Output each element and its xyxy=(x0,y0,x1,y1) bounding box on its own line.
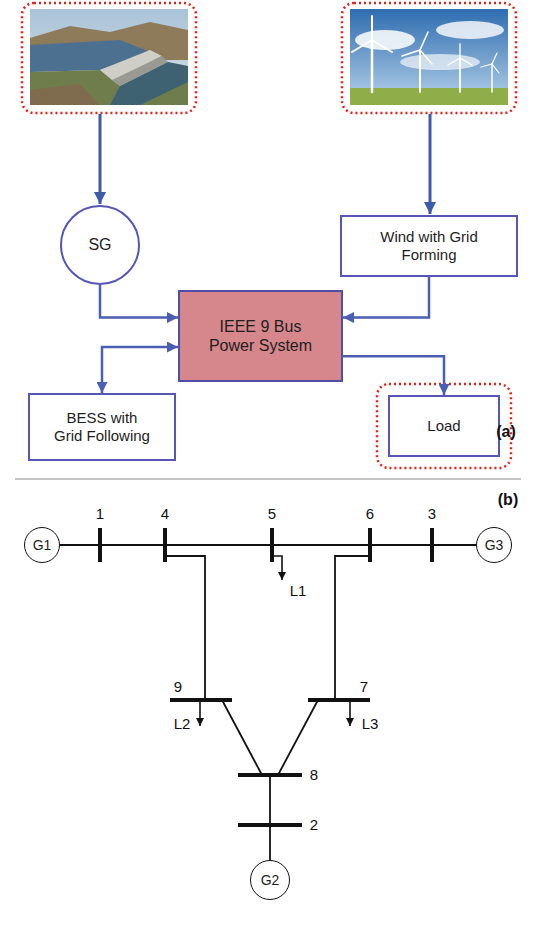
generator-symbol: G3 xyxy=(476,527,512,563)
node-text: IEEE 9 Bus Power System xyxy=(202,317,320,355)
bus-number: 3 xyxy=(428,506,436,523)
bus-number: 4 xyxy=(161,506,169,523)
turbine-blade xyxy=(492,53,497,64)
transmission-line xyxy=(60,544,476,546)
transmission-line xyxy=(165,556,205,700)
transmission-line xyxy=(335,556,370,700)
transmission-line xyxy=(278,700,318,775)
load-box: Load xyxy=(388,395,500,457)
turbine-blade xyxy=(352,40,372,52)
node-text: SG xyxy=(88,235,111,254)
source-box: Wind with Grid Forming xyxy=(340,215,518,277)
turbine-blade xyxy=(372,40,392,52)
load-label: L1 xyxy=(290,583,307,600)
node-text: G3 xyxy=(485,537,504,554)
bus-bar xyxy=(270,528,274,562)
turbine-blade xyxy=(371,16,373,40)
bus-number: 2 xyxy=(310,817,318,834)
node-text: G1 xyxy=(33,537,52,554)
turbine-tower xyxy=(459,58,461,92)
node-text: BESS with Grid Following xyxy=(52,409,152,445)
load-label: L3 xyxy=(362,716,379,733)
turbine-group xyxy=(352,16,499,92)
dotted-frame xyxy=(22,3,196,113)
generator-symbol: G2 xyxy=(250,860,290,900)
turbine-tower xyxy=(491,64,493,92)
storage-box: BESS with Grid Following xyxy=(28,393,176,461)
bus-number: 5 xyxy=(268,506,276,523)
load-label: L2 xyxy=(174,716,191,733)
source-arrow xyxy=(99,114,102,204)
load-arrow xyxy=(199,702,201,726)
wind-turbine-photo xyxy=(350,9,508,105)
turbine-blade xyxy=(402,50,420,56)
one-line-diagram xyxy=(60,528,476,860)
flow-connector xyxy=(343,356,444,395)
node-text: Load xyxy=(427,417,460,435)
bus-number: 6 xyxy=(366,506,374,523)
turbine-tower xyxy=(371,40,374,92)
turbine-blade xyxy=(448,58,460,65)
dotted-frame xyxy=(377,384,511,468)
turbine-blade xyxy=(492,64,499,73)
bus-number: 7 xyxy=(360,679,368,696)
hydro-dam-photo xyxy=(30,9,188,105)
turbine-blade xyxy=(420,32,428,50)
generator-symbol: G1 xyxy=(24,527,60,563)
panel-label: (b) xyxy=(498,491,518,509)
load-arrow xyxy=(272,556,282,580)
photo-sky xyxy=(30,9,188,105)
divider-line xyxy=(15,479,521,480)
turbine-blade xyxy=(460,58,472,65)
photo-cloud xyxy=(400,54,480,70)
bus-number: 9 xyxy=(174,679,182,696)
bus-bar xyxy=(98,528,102,562)
bus-bar xyxy=(430,528,434,562)
transformer-line xyxy=(269,775,271,825)
node-text: G2 xyxy=(261,872,280,889)
bus-number: 1 xyxy=(96,506,104,523)
bus-number: 8 xyxy=(310,767,318,784)
photo-field xyxy=(350,88,508,105)
photo-sky xyxy=(350,9,508,105)
photo-cloud xyxy=(436,21,504,39)
turbine-blade xyxy=(481,64,492,67)
load-arrow xyxy=(349,702,351,726)
source-arrow xyxy=(429,114,432,214)
transmission-line xyxy=(222,700,262,775)
panel-label: (a) xyxy=(496,423,516,441)
turbine-tower xyxy=(419,50,421,92)
generator-line xyxy=(269,825,271,860)
photo-river xyxy=(110,62,188,105)
turbine-blade xyxy=(420,50,432,64)
flow-connector xyxy=(102,347,178,393)
generator-circle: SG xyxy=(60,205,140,285)
photo-rocks xyxy=(30,84,100,105)
system-box: IEEE 9 Bus Power System xyxy=(178,290,343,382)
turbine-blade xyxy=(459,44,460,58)
flow-connector xyxy=(100,285,178,318)
dotted-frame xyxy=(342,3,516,113)
flow-connector xyxy=(343,277,429,318)
node-text: Wind with Grid Forming xyxy=(369,228,489,264)
